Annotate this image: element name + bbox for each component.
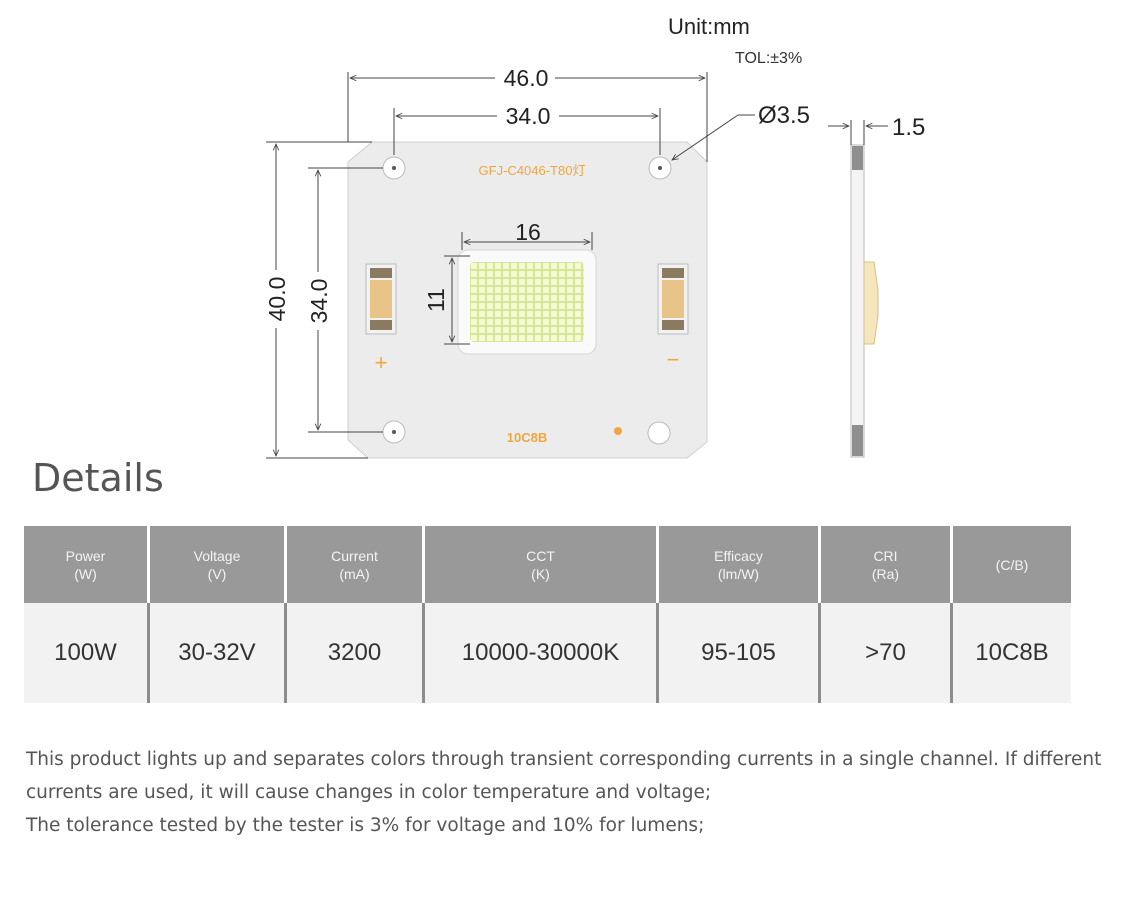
header-power: Power(W)	[24, 526, 150, 603]
description-line-2: The tolerance tested by the tester is 3%…	[26, 815, 705, 836]
header-efficacy: Efficacy(lm/W)	[659, 526, 821, 603]
unit-label: Unit:mm	[668, 14, 750, 39]
code-label: 10C8B	[507, 430, 547, 445]
cell-voltage: 30-32V	[150, 603, 287, 703]
tolerance-label: TOL:±3%	[735, 50, 802, 67]
hole-spacing-h-dim: 34.0	[506, 103, 551, 129]
cell-cri: >70	[821, 603, 953, 703]
led-board: GFJ-C4046-T80灯 10C8B + −	[347, 141, 708, 459]
header-current: Current(mA)	[287, 526, 425, 603]
minus-sign: −	[667, 347, 680, 372]
cell-cct: 10000-30000K	[425, 603, 659, 703]
cell-current: 3200	[287, 603, 425, 703]
mounting-hole-bottom-left	[382, 420, 406, 444]
description-line-1: This product lights up and separates col…	[26, 749, 1102, 803]
plus-sign: +	[375, 350, 388, 375]
table-header-row: Power(W) Voltage(V) Current(mA) CCT(K) E…	[24, 526, 1071, 603]
board-thickness-dim: 1.5	[892, 114, 925, 141]
cell-efficacy: 95-105	[659, 603, 821, 703]
header-cct: CCT(K)	[425, 526, 659, 603]
header-cri: CRI(Ra)	[821, 526, 953, 603]
negative-pad	[657, 263, 689, 335]
dimension-drawing: Unit:mm TOL:±3% GFJ-C4046-T80灯 10C8B	[264, 14, 925, 459]
hole-diameter-dim: Ø3.5	[758, 102, 810, 129]
hole-spacing-v-dim: 34.0	[306, 279, 332, 324]
board-height-dim: 40.0	[264, 277, 290, 322]
header-voltage: Voltage(V)	[150, 526, 287, 603]
cell-cb: 10C8B	[953, 603, 1071, 703]
emitter-width-dim: 16	[515, 219, 541, 245]
positive-pad	[365, 263, 397, 335]
header-cb: (C/B)	[953, 526, 1071, 603]
product-description: This product lights up and separates col…	[26, 743, 1116, 842]
spec-table: Power(W) Voltage(V) Current(mA) CCT(K) E…	[24, 526, 1071, 703]
emitter-height-dim: 11	[423, 288, 449, 312]
cell-power: 100W	[24, 603, 150, 703]
polarity-dot	[614, 427, 622, 435]
mounting-hole-top-left	[382, 156, 406, 180]
mounting-hole-bottom-right	[647, 421, 671, 445]
board-side-view	[850, 144, 879, 458]
table-row: 100W 30-32V 3200 10000-30000K 95-105 >70…	[24, 603, 1071, 703]
board-width-dim: 46.0	[504, 65, 549, 91]
mounting-hole-top-right	[648, 156, 672, 180]
led-emitter	[457, 249, 597, 355]
details-title: Details	[32, 456, 164, 500]
model-label: GFJ-C4046-T80灯	[479, 163, 586, 178]
